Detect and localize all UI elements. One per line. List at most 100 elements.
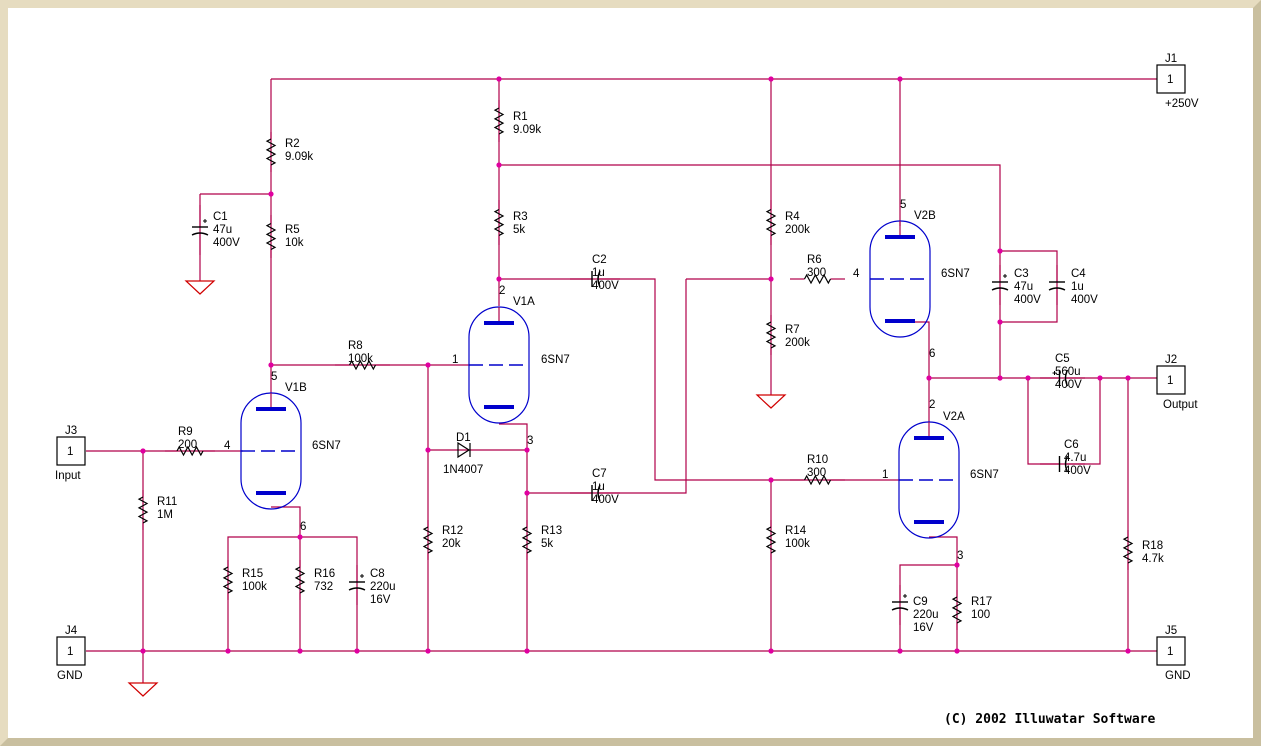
connector-pin: 1 xyxy=(1167,74,1173,86)
connector-ref: J1 xyxy=(1165,53,1177,65)
connector-box xyxy=(56,636,86,666)
junction-dot xyxy=(496,76,502,82)
resistor-ref: R15 xyxy=(242,568,263,580)
resistor-ref: R6 xyxy=(807,254,822,266)
junction-dot xyxy=(524,648,530,654)
capacitor-value: 1u xyxy=(1071,281,1084,293)
connector-label: Input xyxy=(55,470,81,482)
capacitor-voltage: 400V xyxy=(1014,294,1041,306)
tube-cathode xyxy=(914,520,944,524)
capacitor-value: 220u xyxy=(913,609,939,621)
capacitor-ref: C9 xyxy=(913,596,928,608)
resistor-value: 300 xyxy=(807,467,826,479)
resistor-value: 300 xyxy=(807,267,826,279)
capacitor-value: 1u xyxy=(592,267,605,279)
connector-label: +250V xyxy=(1165,98,1199,110)
resistor-ref: R9 xyxy=(178,426,193,438)
junction-dot xyxy=(897,648,903,654)
connector-pin: 1 xyxy=(1167,646,1173,658)
wire xyxy=(900,321,1157,379)
ground-symbol xyxy=(127,682,159,697)
resistor-ref: R13 xyxy=(541,525,562,537)
connector-label: Output xyxy=(1163,399,1198,411)
capacitor-voltage: 400V xyxy=(592,280,619,292)
tube-part: 6SN7 xyxy=(970,469,999,481)
junction-dot xyxy=(1125,648,1131,654)
junction-dot xyxy=(1025,375,1031,381)
junction-dot xyxy=(225,648,231,654)
resistor-value: 10k xyxy=(285,237,304,249)
cathode-pin-number: 3 xyxy=(527,435,533,447)
resistor-value: 20k xyxy=(442,538,461,550)
tube-ref: V2B xyxy=(914,210,936,222)
plate-pin-number: 2 xyxy=(499,285,505,297)
junction-dot xyxy=(997,375,1003,381)
wire xyxy=(227,506,301,651)
resistor-ref: R11 xyxy=(157,496,177,508)
wire xyxy=(1027,378,1101,465)
capacitor-voltage: 400V xyxy=(1071,294,1098,306)
resistor-ref: R8 xyxy=(348,340,363,352)
resistor-value: 100k xyxy=(348,353,373,365)
junction-dot xyxy=(997,248,1003,254)
junction-dot xyxy=(1125,375,1131,381)
ground-symbol xyxy=(755,394,787,409)
resistor-value: 1M xyxy=(157,509,173,521)
capacitor-value: 220u xyxy=(370,581,396,593)
resistor-ref: R17 xyxy=(971,596,992,608)
resistor-ref: R4 xyxy=(785,211,800,223)
resistor-value: 4.7k xyxy=(1142,553,1164,565)
resistor-ref: R5 xyxy=(285,224,300,236)
grid-pin-number: 4 xyxy=(853,268,860,280)
capacitor-ref: C2 xyxy=(592,254,607,266)
plate-pin-number: 5 xyxy=(271,371,277,383)
junction-dot xyxy=(425,648,431,654)
junction-dot xyxy=(524,447,530,453)
capacitor-value: 47u xyxy=(213,224,232,236)
tube-part: 6SN7 xyxy=(941,268,970,280)
wire xyxy=(499,278,771,481)
tube-part: 6SN7 xyxy=(541,354,570,366)
diode-ref: D1 xyxy=(456,432,471,444)
resistor-value: 9.09k xyxy=(513,124,541,136)
tube-plate xyxy=(885,235,915,239)
connector-box xyxy=(56,436,86,466)
connector-ref: J5 xyxy=(1165,625,1177,637)
resistor-ref: R2 xyxy=(285,138,300,150)
grid-pin-number: 1 xyxy=(452,354,458,366)
junction-dot xyxy=(768,76,774,82)
connector-label: GND xyxy=(1165,670,1191,682)
resistor-ref: R12 xyxy=(442,525,463,537)
tube-plate xyxy=(484,321,514,325)
junction-dot xyxy=(496,276,502,282)
tube-plate xyxy=(256,407,286,411)
capacitor-value: 4.7u xyxy=(1064,452,1086,464)
capacitor-voltage: 16V xyxy=(370,594,391,606)
tube-plate xyxy=(914,436,944,440)
tube-ref: V1A xyxy=(513,296,535,308)
junction-dot xyxy=(768,276,774,282)
resistor-ref: R14 xyxy=(785,525,807,537)
junction-dot xyxy=(997,319,1003,325)
junction-dot xyxy=(1097,375,1103,381)
capacitor-ref: C7 xyxy=(592,468,607,480)
resistor-ref: R10 xyxy=(807,454,828,466)
wire xyxy=(527,279,687,494)
tube-part: 6SN7 xyxy=(312,440,341,452)
resistor-ref: R7 xyxy=(785,324,800,336)
